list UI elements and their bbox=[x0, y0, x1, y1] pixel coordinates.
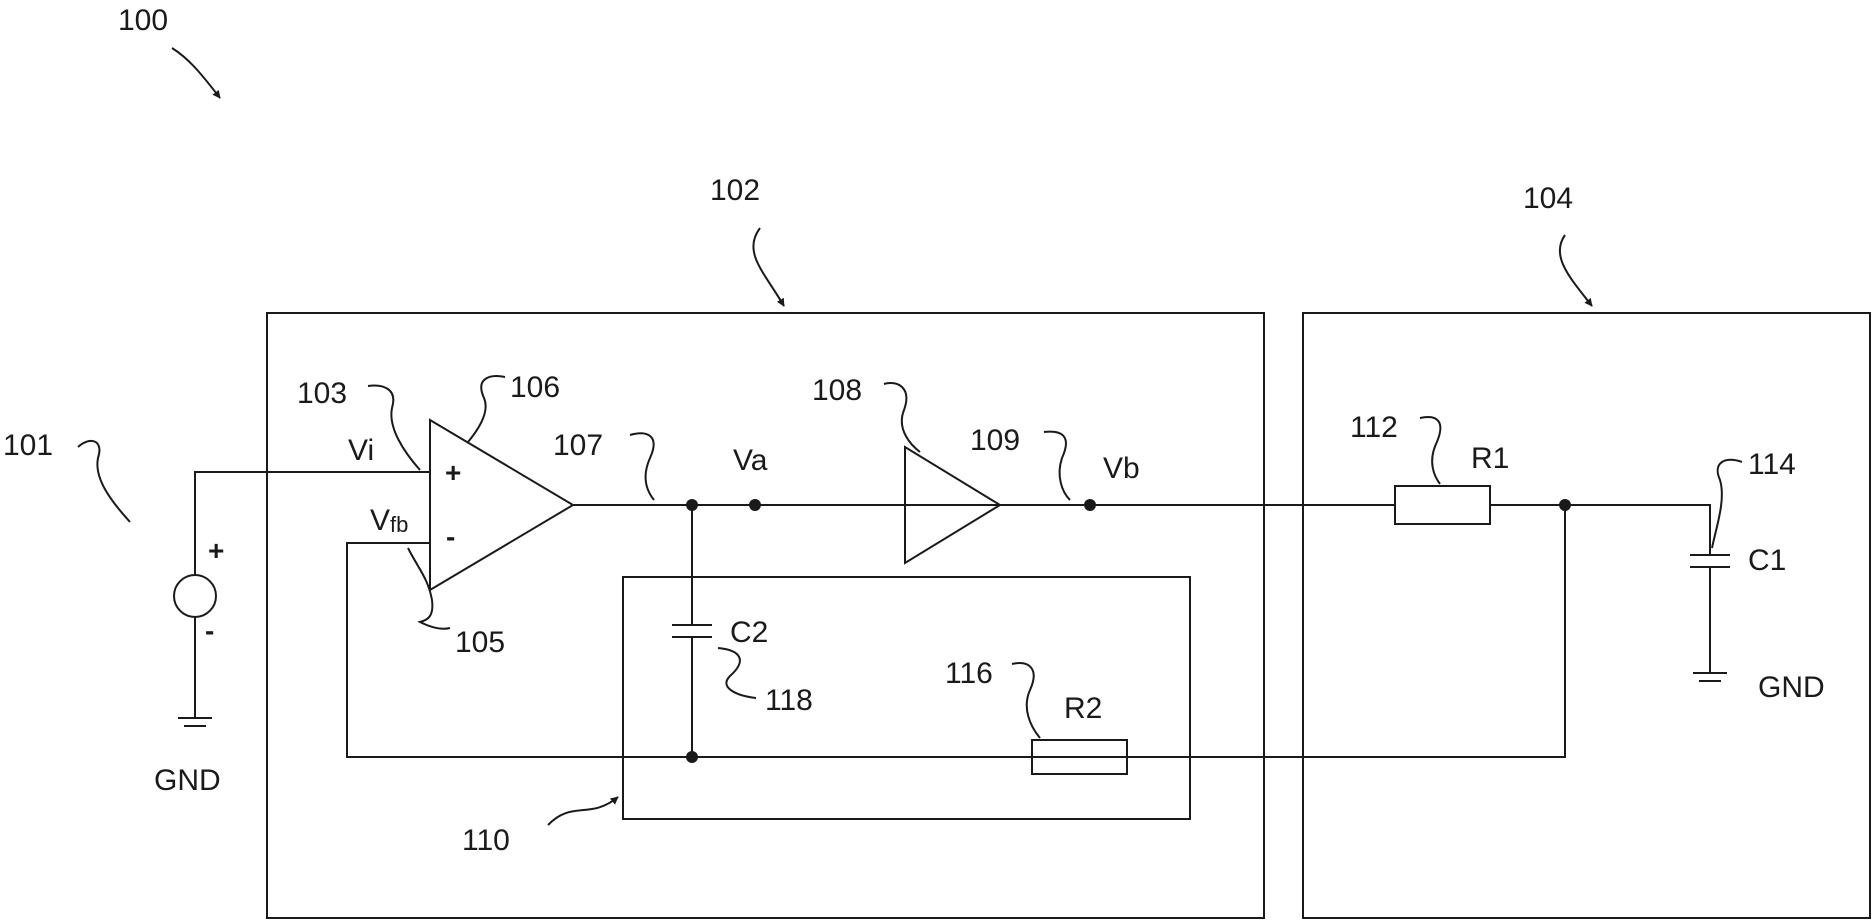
node-b-ref-leader bbox=[1044, 432, 1070, 500]
r1-ref-label: 112 bbox=[1350, 411, 1398, 444]
feedback-voltage-label: Vfb bbox=[370, 504, 408, 537]
r1-symbol bbox=[1395, 486, 1490, 524]
node-a-label: Va bbox=[733, 444, 768, 477]
vb-node-dot bbox=[1084, 499, 1096, 511]
minus-input-ref-label: 105 bbox=[455, 626, 505, 659]
node-b-ref-label: 109 bbox=[970, 424, 1020, 457]
feedback-voltage-base: V bbox=[370, 504, 390, 537]
block-102-label: 102 bbox=[710, 174, 760, 207]
opamp-plus-sign: + bbox=[445, 457, 461, 488]
source-minus-sign: - bbox=[205, 615, 214, 646]
c2-ref-leader bbox=[718, 648, 756, 698]
r2-ref-leader bbox=[1012, 663, 1040, 738]
opamp-minus-sign: - bbox=[446, 521, 455, 552]
va-node-dot bbox=[749, 499, 761, 511]
feedback-network-label: 110 bbox=[462, 824, 510, 857]
voltage-source-symbol bbox=[174, 575, 216, 617]
opamp-ref-leader bbox=[468, 376, 505, 442]
c2-name-label: C2 bbox=[730, 616, 768, 649]
block-104-label: 104 bbox=[1523, 182, 1573, 215]
source-ground-label: GND bbox=[154, 764, 221, 797]
buffer-ref-leader bbox=[884, 383, 920, 452]
c1-ref-label: 114 bbox=[1748, 448, 1796, 481]
source-ref-label: 101 bbox=[3, 429, 53, 462]
source-ref-leader bbox=[78, 441, 130, 522]
block-102-arrow bbox=[753, 228, 784, 306]
buffer-ref-label: 108 bbox=[812, 374, 862, 407]
c1-name-label: C1 bbox=[1748, 544, 1786, 577]
figure-number-arrow bbox=[172, 48, 220, 98]
feedback-return-wire bbox=[347, 506, 1565, 757]
c1-top-wire bbox=[1490, 505, 1710, 555]
r1-name-label: R1 bbox=[1471, 442, 1509, 475]
block-104-arrow bbox=[1560, 235, 1592, 306]
load-ground-label: GND bbox=[1758, 671, 1825, 704]
r2-name-label: R2 bbox=[1064, 692, 1102, 725]
plus-input-ref-label: 103 bbox=[297, 377, 347, 410]
r1-ref-leader bbox=[1420, 417, 1440, 484]
c2-ref-label: 118 bbox=[765, 684, 813, 717]
input-voltage-label: Vi bbox=[348, 434, 374, 467]
figure-number-label: 100 bbox=[118, 4, 168, 37]
feedback-voltage-sub: fb bbox=[390, 512, 408, 537]
node-b-label: Vb bbox=[1103, 452, 1140, 485]
node-a-ref-label: 107 bbox=[553, 429, 603, 462]
r1-output-junction-dot bbox=[1559, 499, 1571, 511]
source-plus-sign: + bbox=[208, 535, 224, 566]
opamp-symbol bbox=[430, 420, 573, 590]
plus-input-ref-leader bbox=[368, 386, 420, 470]
feedback-network-outline bbox=[623, 577, 1190, 819]
block-104-outline bbox=[1303, 313, 1870, 918]
node-a-ref-leader bbox=[630, 433, 654, 500]
feedback-network-arrow bbox=[548, 797, 618, 825]
c1-ref-leader bbox=[1712, 460, 1742, 548]
opamp-ref-label: 106 bbox=[510, 371, 560, 404]
c2-bottom-junction-dot bbox=[686, 751, 698, 763]
r2-ref-label: 116 bbox=[945, 657, 993, 690]
